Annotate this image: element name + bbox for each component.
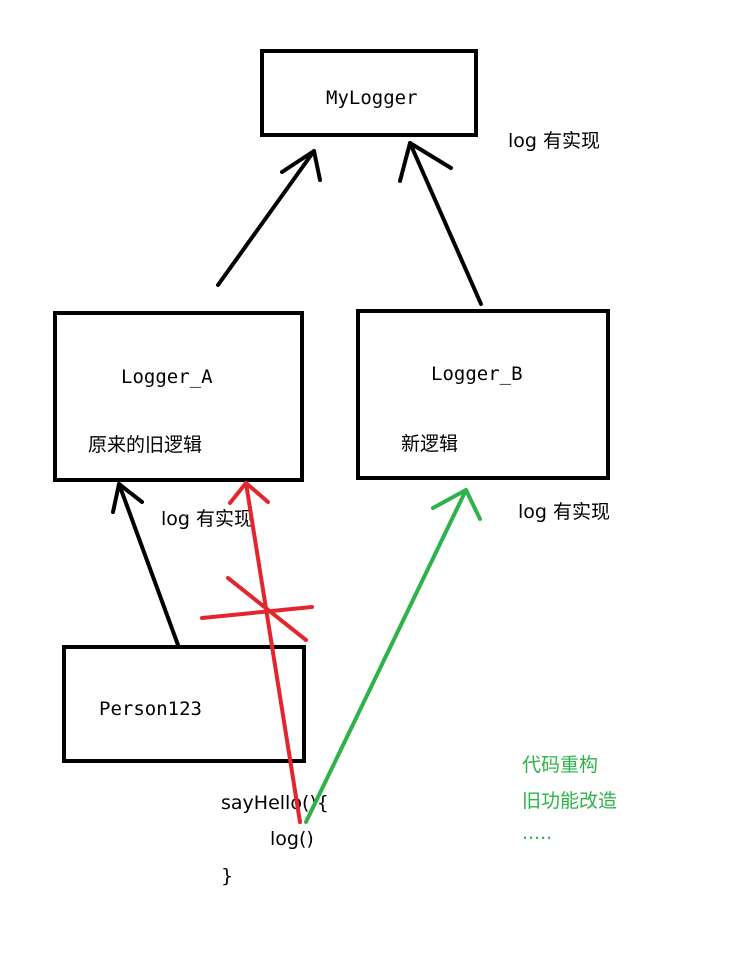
code-line-1: sayHello(){ xyxy=(221,792,329,814)
logger-a-note: 原来的旧逻辑 xyxy=(88,434,203,456)
logger-b-note: 新逻辑 xyxy=(401,433,459,455)
arrow-head-a-mylogger xyxy=(280,149,322,182)
arrow-logger-a-to-mylogger xyxy=(216,149,316,287)
arrow-head-red xyxy=(228,481,270,505)
arrow-log-to-logger-b xyxy=(304,488,468,824)
logger-a-impl-note: log 有实现 xyxy=(161,508,254,530)
code-line-3: } xyxy=(221,865,234,887)
arrow-logger-b-to-mylogger xyxy=(408,141,483,306)
mylogger-box xyxy=(260,49,478,137)
arrow-head-person-a xyxy=(111,482,144,514)
person-label: Person123 xyxy=(99,698,202,720)
mylogger-impl-note: log 有实现 xyxy=(508,130,601,152)
arrow-log-to-logger-a xyxy=(244,481,302,824)
logger-a-label: Logger_A xyxy=(121,366,213,388)
logger-a-box xyxy=(53,311,304,482)
arrow-head-b-mylogger xyxy=(398,141,453,183)
side-note-2: 旧功能改造 xyxy=(522,790,618,812)
logger-b-label: Logger_B xyxy=(431,363,523,385)
arrow-head-green xyxy=(431,488,482,521)
code-line-2: log() xyxy=(270,828,314,850)
logger-b-impl-note: log 有实现 xyxy=(518,501,611,523)
cross-mark-2 xyxy=(200,605,314,620)
arrow-person-to-logger-a xyxy=(117,482,180,647)
side-note-1: 代码重构 xyxy=(522,754,599,776)
mylogger-label: MyLogger xyxy=(326,87,418,109)
person-box xyxy=(62,645,306,763)
side-note-3: ..... xyxy=(522,822,553,844)
cross-mark-1 xyxy=(226,576,308,642)
logger-b-box xyxy=(356,309,610,480)
